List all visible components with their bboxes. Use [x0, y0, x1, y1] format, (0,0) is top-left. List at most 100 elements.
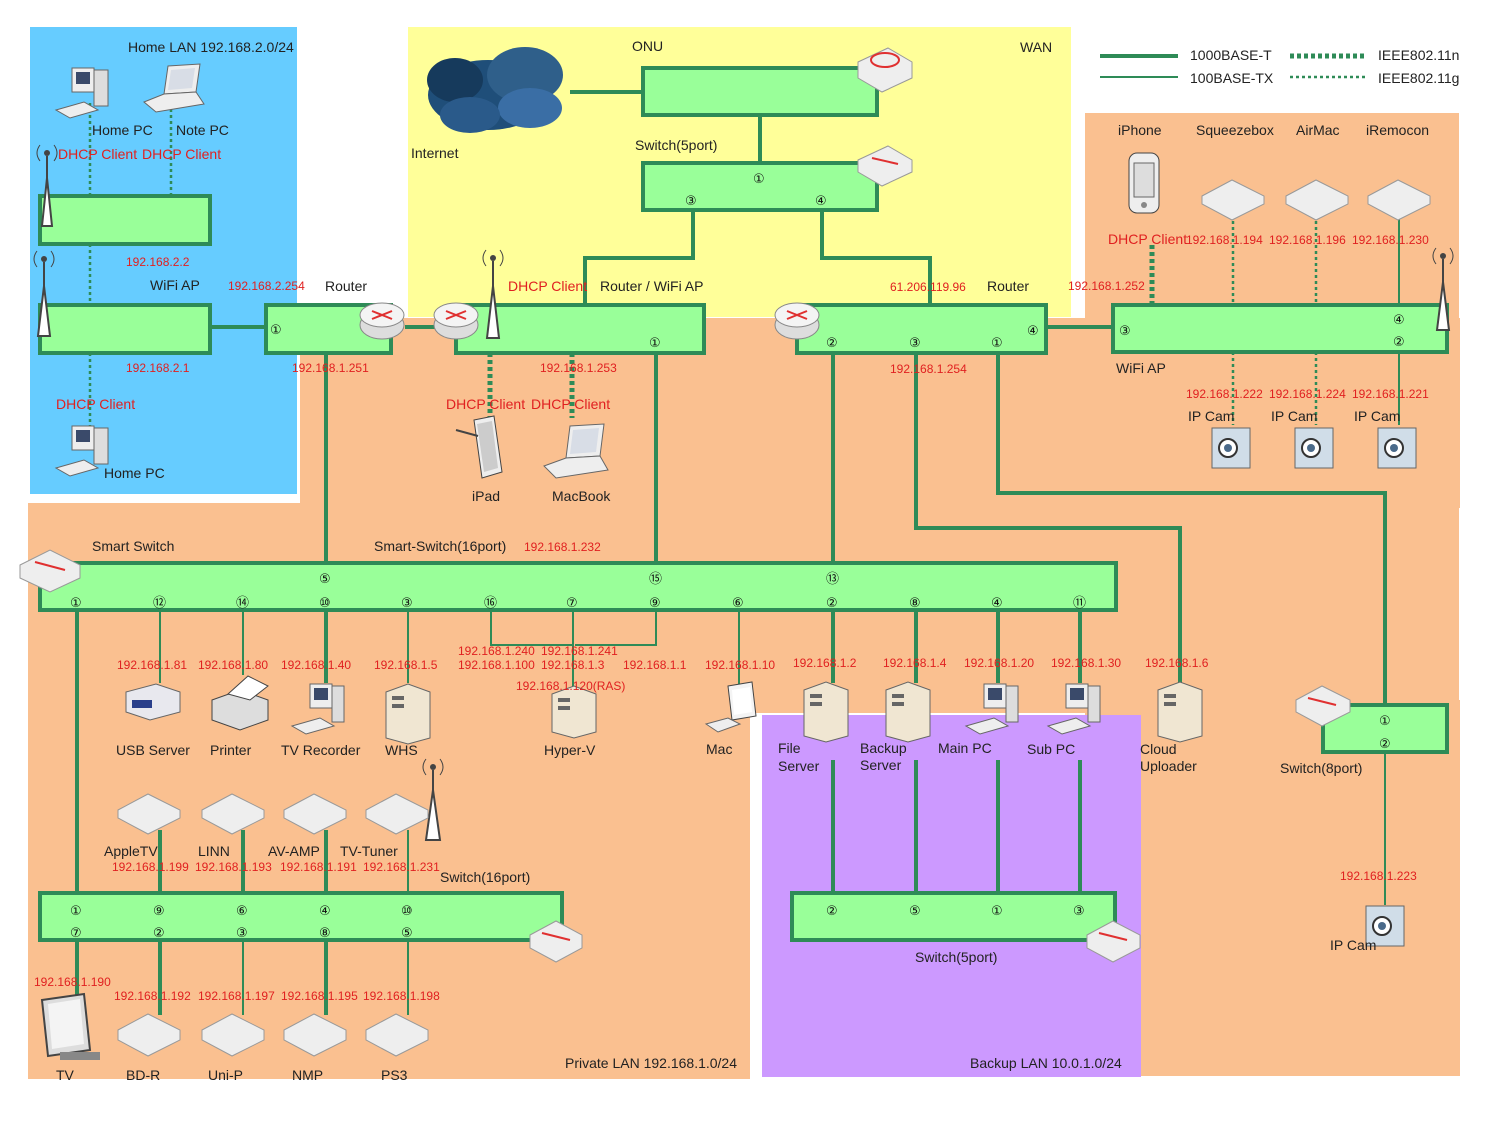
smart-switch-ip: 192.168.1.232 — [524, 540, 601, 554]
unip-icon — [201, 1013, 265, 1057]
smart-switch-title: Smart-Switch(16port) — [374, 538, 506, 554]
home-wifi-ap-label: WiFi AP — [150, 277, 200, 293]
ipcam-1-icon — [1211, 427, 1251, 469]
ipcam-1-label: IP Cam — [1188, 408, 1234, 424]
ip-1-252: 192.168.1.252 — [1068, 279, 1145, 293]
ip-1-223: 192.168.1.223 — [1340, 869, 1417, 883]
home-wifi-ap-antenna-icon — [33, 250, 55, 337]
file-server-icon — [803, 681, 849, 743]
tvtuner-antenna-icon — [422, 758, 444, 841]
hyperv-icon — [551, 685, 597, 739]
legend-80211g: IEEE802.11g — [1378, 70, 1459, 86]
ip-1-231: 192.168.1.231 — [363, 860, 440, 874]
sub-pc-icon — [1046, 683, 1101, 735]
macbook-icon — [543, 423, 609, 479]
av-bottom-port: ⑧ — [319, 926, 331, 941]
home-wifi-client-antenna-icon — [36, 144, 58, 227]
ip-1-80: 192.168.1.80 — [198, 658, 268, 672]
ip-1-196: 192.168.1.196 — [1269, 233, 1346, 247]
ps3-icon — [365, 1013, 429, 1057]
squeezebox-icon — [1201, 179, 1265, 221]
note-pc-dhcp: DHCP Client — [142, 146, 221, 162]
av-switch-icon — [529, 920, 583, 963]
wan-ip: 61.206.119.96 — [890, 280, 966, 294]
ipcam-3-icon — [1377, 427, 1417, 469]
tv-icon — [40, 992, 100, 1060]
ip-1-193: 192.168.1.193 — [195, 860, 272, 874]
home-router-icon — [359, 302, 405, 340]
labels: Home LAN 192.168.2.0/24 WAN Private LAN … — [34, 38, 1429, 1083]
smart-bottom-port: ⑪ — [1073, 596, 1086, 611]
home-router-label: Router — [325, 278, 367, 294]
smart-top-port: ⑤ — [319, 572, 331, 587]
right-ap-port-3: ③ — [1119, 324, 1131, 339]
internet-cloud-icon — [427, 47, 563, 133]
smart-switch-icon-label: Smart Switch — [92, 538, 174, 554]
av-top-port: ⑥ — [236, 904, 248, 919]
ip-1-120: 192.168.1.120(RAS) — [516, 679, 625, 693]
iphone-label: iPhone — [1118, 122, 1162, 138]
smart-top-port: ⑮ — [649, 572, 662, 587]
ip-1-1: 192.168.1.1 — [623, 658, 687, 672]
usb-server-label: USB Server — [116, 742, 190, 758]
iphone-icon — [1128, 152, 1160, 214]
smart-bottom-port: ⑭ — [236, 596, 249, 611]
ip-1-4: 192.168.1.4 — [883, 656, 947, 670]
backup-switch-bar — [790, 891, 1117, 942]
appletv-icon — [117, 793, 181, 835]
whs-icon — [385, 683, 431, 745]
home-wifi-client-bar — [38, 194, 212, 246]
icons — [19, 47, 1454, 1060]
printer-icon — [211, 675, 269, 731]
hyperv-label: Hyper-V — [544, 742, 596, 758]
wan-switch-icon — [857, 145, 913, 187]
home-pc-icon — [54, 67, 109, 119]
note-pc-icon — [143, 63, 205, 113]
switch8-port-1: ① — [1379, 714, 1391, 729]
ipad-dhcp: DHCP Client — [446, 396, 525, 412]
main-pc-icon — [964, 683, 1019, 735]
ip-1-40: 192.168.1.40 — [281, 658, 351, 672]
main-router-icon — [774, 302, 820, 340]
ip-1-100: 192.168.1.100 — [458, 658, 535, 672]
router-wifi-bar — [454, 303, 706, 355]
tv-recorder-label: TV Recorder — [281, 742, 361, 758]
iremocon-icon — [1367, 179, 1431, 221]
ip-1-2: 192.168.1.2 — [793, 656, 857, 670]
nmp-label: NMP — [292, 1067, 323, 1083]
macbook-dhcp: DHCP Client — [531, 396, 610, 412]
home-wifi-ap-bar — [38, 303, 212, 355]
wires — [75, 90, 1400, 1015]
switch8-icon — [1295, 685, 1351, 727]
main-router-label: Router — [987, 278, 1029, 294]
av-switch-bar — [38, 891, 564, 942]
av-top-port: ① — [70, 904, 82, 919]
av-switch-label: Switch(16port) — [440, 869, 530, 885]
squeezebox-label: Squeezebox — [1196, 122, 1274, 138]
whs-label: WHS — [385, 742, 418, 758]
ipcam-4-label: IP Cam — [1330, 937, 1376, 953]
smart-top-port: ⑬ — [826, 572, 839, 587]
internet-label: Internet — [411, 145, 459, 161]
ip-1-191: 192.168.1.191 — [280, 860, 357, 874]
backup-switch-port: ⑤ — [909, 904, 921, 919]
ipcam-4-icon — [1365, 905, 1405, 947]
ipad-icon — [455, 415, 503, 479]
tv-label: TV — [56, 1067, 75, 1083]
ipcam-2-label: IP Cam — [1271, 408, 1317, 424]
private-lan-title: Private LAN 192.168.1.0/24 — [565, 1055, 737, 1071]
legend-100base-tx: 100BASE-TX — [1190, 70, 1274, 86]
bdr-icon — [117, 1013, 181, 1057]
main-router-port-3: ③ — [909, 336, 921, 351]
avamp-label: AV-AMP — [268, 843, 320, 859]
smart-bottom-port: ⑫ — [153, 596, 166, 611]
right-wifi-ap-label: WiFi AP — [1116, 360, 1166, 376]
ip-1-230: 192.168.1.230 — [1352, 233, 1429, 247]
ip-1-5: 192.168.1.5 — [374, 658, 438, 672]
ip-1-20: 192.168.1.20 — [964, 656, 1034, 670]
main-router-port-1: ① — [991, 336, 1003, 351]
av-top-port: ⑨ — [153, 904, 165, 919]
iremocon-label: iRemocon — [1366, 122, 1429, 138]
backup-switch-icon — [1086, 920, 1141, 963]
ip-1-194: 192.168.1.194 — [1186, 233, 1263, 247]
